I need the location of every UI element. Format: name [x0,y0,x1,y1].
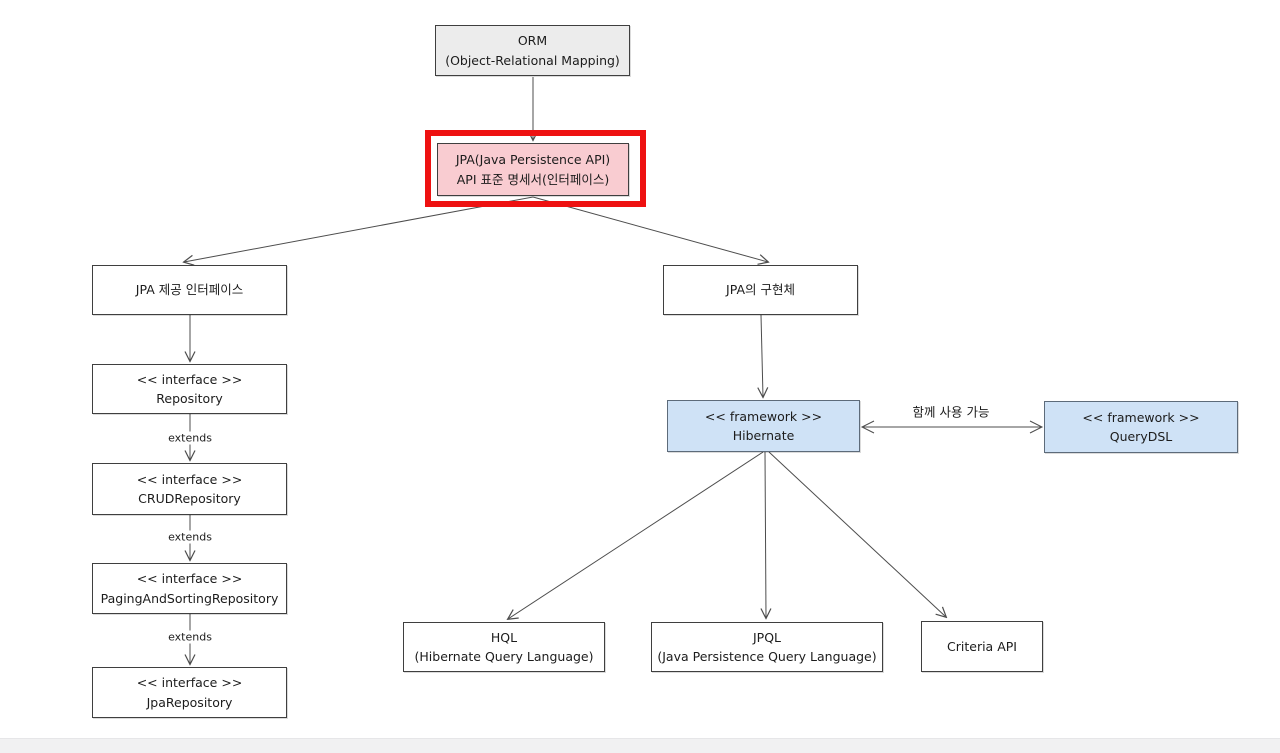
edge-impl-hibernate [761,314,763,397]
arrowhead-left [860,420,875,434]
node-jparepo-stereotype: << interface >> [136,675,243,691]
node-crud-title: CRUDRepository [138,491,241,506]
node-impl-title: JPA의 구현체 [726,282,795,298]
node-jpa-implementation: JPA의 구현체 [663,265,858,315]
edge-label-extends-2: extends [165,530,215,544]
edge-label-extends-1: extends [165,431,215,445]
node-querydsl-stereotype: << framework >> [1082,409,1200,425]
node-jpa: JPA(Java Persistence API) API 표준 명세서(인터페… [437,143,629,196]
node-orm: ORM (Object-Relational Mapping) [435,25,630,76]
node-repository-stereotype: << interface >> [136,371,243,387]
edge-label-together: 함께 사용 가능 [909,401,993,421]
node-paging-and-sorting-repository: << interface >> PagingAndSortingReposito… [92,563,287,614]
node-hql-title: HQL [490,629,518,645]
node-jpa-interfaces-title: JPA 제공 인터페이스 [135,282,244,298]
node-hibernate: << framework >> Hibernate [667,400,860,452]
arrowhead-right [1029,420,1044,434]
node-criteria-api: Criteria API [921,621,1043,672]
node-criteria-title: Criteria API [947,638,1017,654]
node-hql-subtitle: (Hibernate Query Language) [414,649,594,664]
edge-hibernate-hql [508,451,764,619]
bottom-strip [0,738,1280,753]
node-repository-title: Repository [156,391,223,406]
edge-hibernate-jpql [765,451,766,618]
node-paging-stereotype: << interface >> [136,571,243,587]
edge-jpa-interfaces [184,196,534,262]
node-crud-repository: << interface >> CRUDRepository [92,463,287,515]
node-jpql-title: JPQL [752,629,782,645]
node-hibernate-stereotype: << framework >> [704,408,823,424]
edge-jpa-impl [532,196,768,262]
node-jparepo-title: JpaRepository [146,694,233,710]
node-jpa-subtitle: API 표준 명세서(인터페이스) [456,171,610,187]
node-orm-title: ORM [517,33,548,49]
node-jpql-subtitle: (Java Persistence Query Language) [657,649,877,664]
node-jpa-interfaces: JPA 제공 인터페이스 [92,265,287,315]
node-jpa-title: JPA(Java Persistence API) [455,152,611,168]
node-querydsl-title: QueryDSL [1109,429,1173,444]
node-jpql: JPQL (Java Persistence Query Language) [651,622,883,672]
node-repository: << interface >> Repository [92,364,287,414]
node-hibernate-title: Hibernate [732,428,795,443]
node-paging-title: PagingAndSortingRepository [100,590,279,606]
node-querydsl: << framework >> QueryDSL [1044,401,1238,453]
node-crud-stereotype: << interface >> [136,471,243,487]
edge-label-extends-3: extends [165,630,215,644]
node-hql: HQL (Hibernate Query Language) [403,622,605,672]
node-orm-subtitle: (Object-Relational Mapping) [445,52,620,68]
node-jpa-repository: << interface >> JpaRepository [92,667,287,718]
edge-hibernate-criteria [768,451,946,617]
